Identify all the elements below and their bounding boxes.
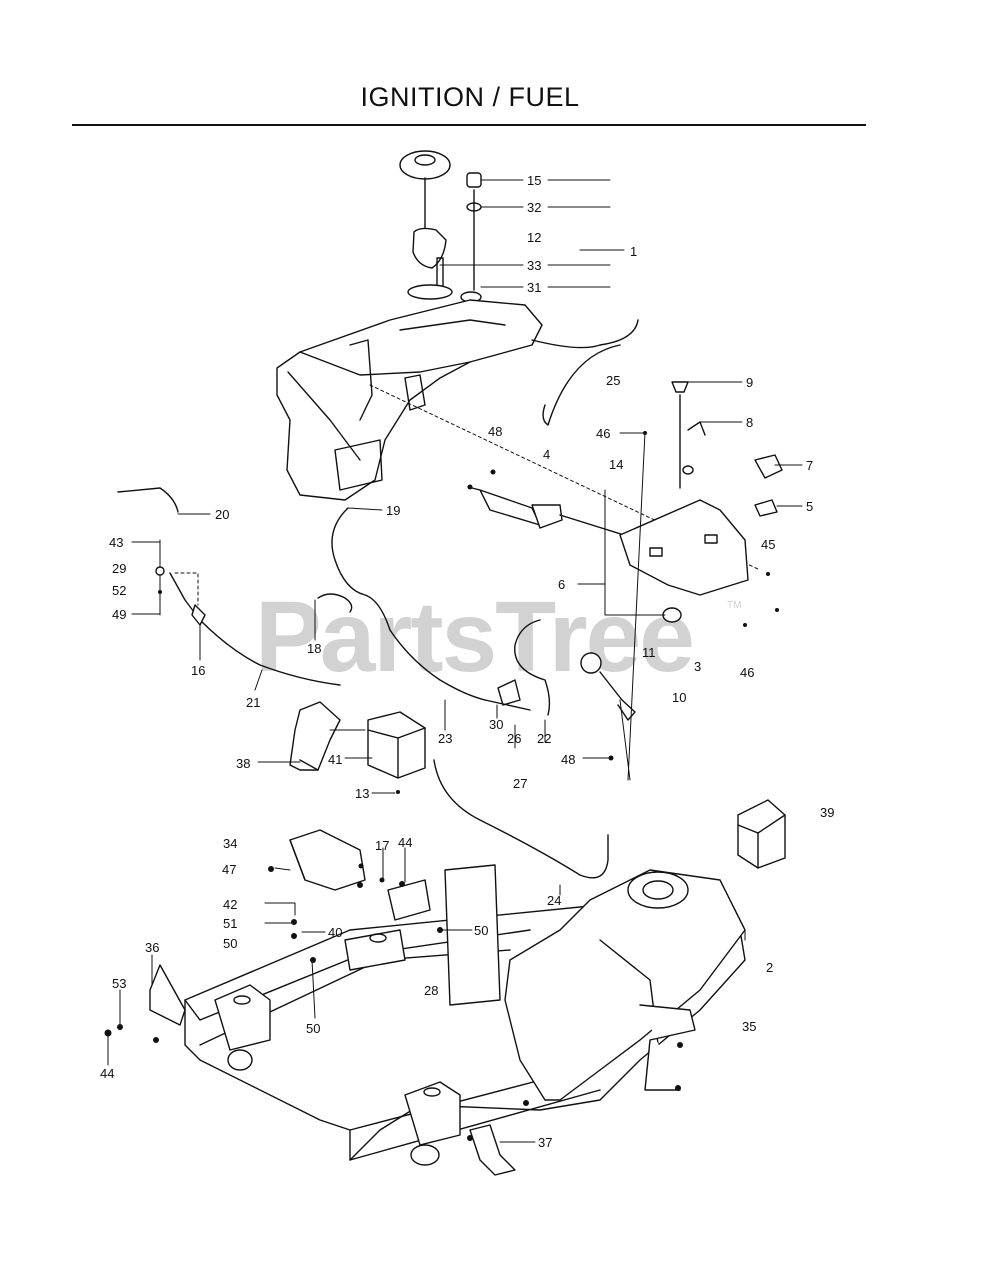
callout-39: 39 xyxy=(820,805,835,820)
callout-14: 14 xyxy=(609,457,624,472)
callout-3: 3 xyxy=(694,659,702,674)
callout-29: 29 xyxy=(112,561,127,576)
page-title: IGNITION / FUEL xyxy=(360,82,580,112)
fastener-parts xyxy=(104,431,779,1141)
callout-7: 7 xyxy=(806,458,814,473)
callout-23: 23 xyxy=(438,731,453,746)
choke-rod xyxy=(619,431,646,781)
callout-33: 33 xyxy=(527,258,542,273)
callout-8: 8 xyxy=(746,415,754,430)
callout-44-top: 44 xyxy=(398,835,413,850)
vent-hose xyxy=(531,319,639,426)
callout-4: 4 xyxy=(543,447,551,462)
callout-13: 13 xyxy=(355,786,370,801)
module-bracket-part xyxy=(289,701,341,771)
fuel-tank-part xyxy=(276,299,543,501)
callout-32: 32 xyxy=(527,200,542,215)
callout-5: 5 xyxy=(806,499,814,514)
callout-46-top: 46 xyxy=(596,426,611,441)
callout-27: 27 xyxy=(513,776,528,791)
callout-26: 26 xyxy=(507,731,522,746)
callout-40: 40 xyxy=(328,925,343,940)
callout-50-left: 50 xyxy=(223,936,238,951)
callout-20: 20 xyxy=(215,507,230,522)
callout-30: 30 xyxy=(489,717,504,732)
watermark-trademark: TM xyxy=(727,600,742,611)
fuel-hose-18 xyxy=(317,593,353,613)
callout-6: 6 xyxy=(558,577,566,592)
callout-37: 37 xyxy=(538,1135,553,1150)
callout-46-right: 46 xyxy=(740,665,755,680)
callout-21: 21 xyxy=(246,695,261,710)
callout-42: 42 xyxy=(223,897,238,912)
leader-lines xyxy=(107,179,803,1143)
bracket-34-part xyxy=(289,829,366,891)
callout-11: 11 xyxy=(642,645,656,660)
callout-24: 24 xyxy=(547,893,562,908)
callout-48-lower: 48 xyxy=(561,752,576,767)
switch-bracket-part xyxy=(619,381,783,623)
module-39-part xyxy=(737,799,786,869)
callout-44-bottom: 44 xyxy=(100,1066,115,1081)
callout-12: 12 xyxy=(527,230,542,245)
watermark: PartsTree xyxy=(255,581,695,693)
callout-41: 41 xyxy=(328,752,343,767)
callout-51: 51 xyxy=(223,916,238,931)
callout-16: 16 xyxy=(191,663,206,678)
callout-17: 17 xyxy=(375,838,390,853)
callout-22: 22 xyxy=(537,731,552,746)
callout-9: 9 xyxy=(746,375,754,390)
callout-49: 49 xyxy=(112,607,127,622)
callout-43: 43 xyxy=(109,535,124,550)
fuel-line-left xyxy=(117,487,341,686)
callout-31: 31 xyxy=(527,280,542,295)
callout-35: 35 xyxy=(742,1019,757,1034)
callout-18: 18 xyxy=(307,641,322,656)
callout-10: 10 xyxy=(672,690,687,705)
callout-34: 34 xyxy=(223,836,238,851)
fuel-hose-main xyxy=(331,507,486,701)
callout-15: 15 xyxy=(527,173,542,188)
knob-part xyxy=(580,652,602,674)
fuel-cap-part xyxy=(399,150,451,269)
callout-53: 53 xyxy=(112,976,127,991)
callout-19: 19 xyxy=(386,503,401,518)
callout-28: 28 xyxy=(424,983,439,998)
callout-50-bottom: 50 xyxy=(306,1021,321,1036)
callout-38: 38 xyxy=(236,756,251,771)
fuel-line-24 xyxy=(433,759,609,879)
callout-52: 52 xyxy=(112,583,127,598)
callout-45: 45 xyxy=(761,537,776,552)
chassis-frame-part xyxy=(149,864,746,1176)
tank-vent-parts xyxy=(407,172,482,303)
callout-48-top: 48 xyxy=(488,424,503,439)
ignition-module-part xyxy=(367,711,426,779)
choke-lever xyxy=(599,671,636,721)
callout-2: 2 xyxy=(766,960,774,975)
callout-25: 25 xyxy=(606,373,621,388)
fuel-pump-group xyxy=(484,619,551,716)
callout-50-mid: 50 xyxy=(474,923,489,938)
callout-1: 1 xyxy=(630,244,638,259)
title-rule xyxy=(72,124,866,126)
callout-47: 47 xyxy=(222,862,237,877)
callout-36: 36 xyxy=(145,940,160,955)
